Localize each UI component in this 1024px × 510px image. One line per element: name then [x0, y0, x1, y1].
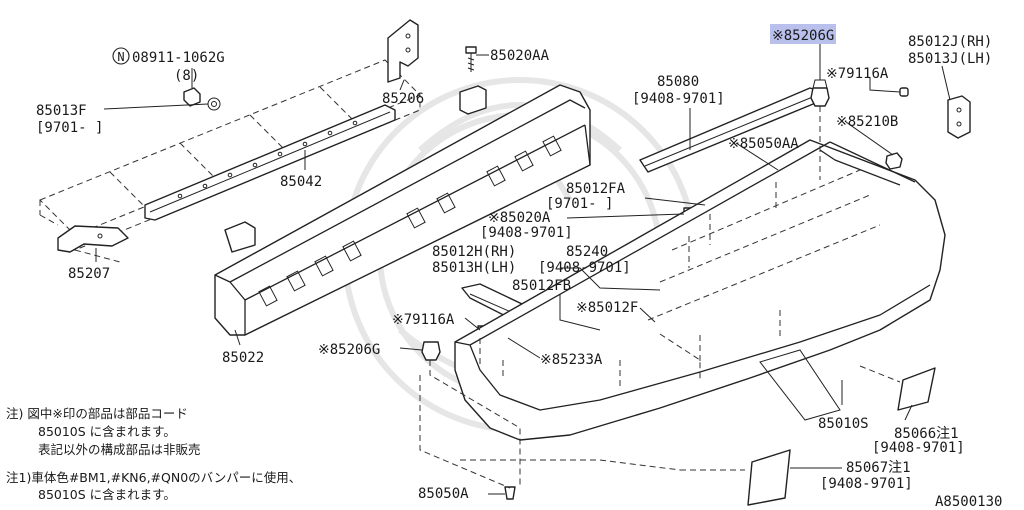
nut-85210B[interactable] — [885, 152, 903, 170]
reinforcement-beam-85022[interactable] — [214, 84, 591, 336]
label-79116A-left: ※79116A — [392, 312, 455, 328]
label-85020A: ※85020A — [488, 210, 551, 226]
label-85020A-range: [9408-9701] — [480, 225, 573, 241]
label-85206G-left: ※85206G — [318, 342, 380, 358]
label-08911: 08911-1062G — [132, 50, 225, 66]
leader-lines — [95, 44, 951, 495]
label-85012FB: 85012FB — [512, 278, 571, 294]
label-85012H: 85012H(RH) — [432, 244, 516, 260]
label-79116A-right: ※79116A — [826, 66, 889, 82]
bracket-85206-top[interactable] — [387, 19, 419, 83]
label-85206G-highlighted: ※85206G — [772, 28, 834, 44]
label-85066-range: [9408-9701] — [872, 440, 965, 456]
note2-line1: 注1)車体色#BM1,#KN6,#QN0のバンパーに使用、 — [6, 470, 301, 485]
side-bracket-85012J[interactable] — [947, 95, 971, 139]
label-85012FA-range: [9701- ] — [546, 196, 613, 212]
highlight-85206G — [770, 24, 836, 44]
label-85010S: 85010S — [818, 416, 869, 432]
clip-85206G-right[interactable] — [810, 79, 830, 107]
bracket-85207[interactable] — [57, 225, 129, 253]
label-85022: 85022 — [222, 350, 264, 366]
insert-panel-85067[interactable] — [747, 449, 791, 506]
label-85012J: 85012J(RH) — [908, 34, 992, 50]
label-85020AA: 85020AA — [490, 48, 550, 64]
label-85042: 85042 — [280, 174, 322, 190]
label-85012F: ※85012F — [576, 300, 638, 316]
label-85240: 85240 — [566, 244, 608, 260]
label-85012FA: 85012FA — [566, 181, 626, 197]
label-85210B: ※85210B — [836, 114, 898, 130]
label-85080-range: [9408-9701] — [632, 91, 725, 107]
nut-08911[interactable] — [183, 87, 221, 111]
part-labels: 08911-1062G (8) 85013F [9701- ] 85206 85… — [36, 28, 1002, 510]
insert-panel-85066[interactable] — [897, 367, 936, 411]
diagram-id: A8500130 — [935, 494, 1002, 510]
label-85050AA: ※85050AA — [728, 136, 799, 152]
label-85233A: ※85233A — [540, 352, 603, 368]
clip-85050A[interactable] — [504, 486, 516, 500]
note1-line3: 表記以外の構成部品は非販売 — [38, 442, 201, 457]
label-85067-range: [9408-9701] — [820, 476, 913, 492]
label-85013H: 85013H(LH) — [432, 260, 516, 276]
nut-symbol-letter: N — [117, 50, 124, 64]
label-08911-qty: (8) — [174, 68, 199, 84]
note1-line1: 注) 図中※印の部品は部品コード — [6, 406, 188, 421]
assembly-dash-lines — [419, 106, 901, 489]
label-85067: 85067注1 — [846, 460, 911, 476]
label-85240-range: [9408-9701] — [538, 260, 631, 276]
footnotes: 注) 図中※印の部品は部品コード 85010S に含まれます。 表記以外の構成部… — [6, 406, 301, 502]
label-85013J: 85013J(LH) — [908, 51, 992, 67]
label-85206-top: 85206 — [382, 91, 424, 107]
label-85013F-range: [9701- ] — [36, 120, 103, 136]
note2-line2: 85010S に含まれます。 — [38, 487, 176, 502]
label-85207: 85207 — [68, 266, 110, 282]
clip-79116A-right[interactable] — [899, 87, 909, 97]
note1-line2: 85010S に含まれます。 — [38, 424, 176, 439]
bolt-85020AA[interactable] — [465, 46, 477, 72]
label-85013F: 85013F — [36, 103, 87, 119]
label-85050A: 85050A — [418, 486, 469, 502]
reinforcement-strip-85013F[interactable] — [144, 104, 396, 221]
nut-symbol-badge: N — [112, 47, 130, 65]
label-85066: 85066注1 — [894, 426, 959, 442]
label-85080: 85080 — [657, 74, 699, 90]
clip-85206G-left[interactable] — [421, 341, 441, 361]
